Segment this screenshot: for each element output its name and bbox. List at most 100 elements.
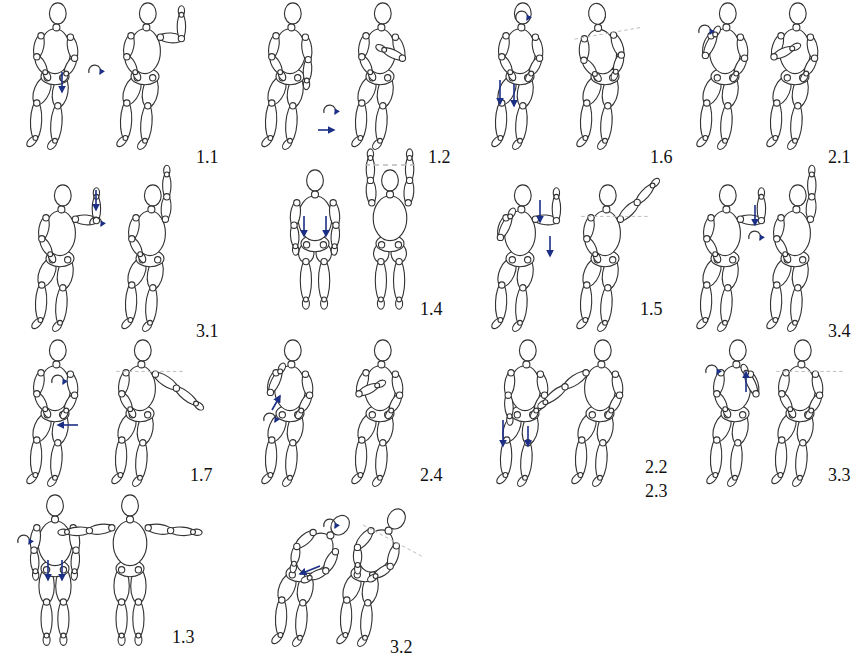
limb-segment — [30, 317, 44, 331]
limb-segment — [54, 286, 68, 325]
head — [587, 2, 607, 26]
limb-segment — [765, 317, 779, 331]
joint — [109, 525, 115, 531]
joint — [612, 371, 618, 377]
limb-segment — [267, 54, 284, 76]
limb-segment — [133, 601, 144, 637]
joint — [138, 361, 145, 368]
limb-segment — [131, 475, 144, 489]
joint — [33, 473, 38, 478]
joint — [293, 244, 298, 249]
limb-segment — [594, 441, 608, 480]
torso — [373, 196, 407, 241]
joint — [795, 103, 801, 109]
joint — [798, 475, 803, 480]
joint — [356, 391, 362, 397]
limb-segment — [51, 320, 64, 334]
limb-segment — [710, 438, 723, 476]
head — [719, 185, 736, 206]
joint — [65, 257, 71, 263]
limb-segment — [516, 475, 529, 489]
figure-number: 1.7 — [190, 466, 213, 486]
joint — [269, 54, 275, 60]
rotation-arrow — [18, 535, 30, 544]
joint — [618, 52, 624, 58]
torso — [505, 211, 536, 256]
joint — [43, 599, 49, 605]
limb-segment — [32, 54, 49, 76]
joint — [358, 136, 363, 141]
joint — [581, 36, 587, 42]
limb-segment — [591, 475, 604, 489]
joint — [164, 194, 170, 200]
joint — [268, 473, 273, 478]
mannequin-figure — [335, 506, 422, 648]
limb-segment — [604, 408, 615, 420]
joint — [613, 69, 618, 74]
joint — [359, 100, 365, 106]
limb-segment — [782, 251, 793, 263]
joint — [303, 297, 308, 302]
joint — [39, 282, 45, 288]
joint — [298, 635, 303, 640]
limb-segment — [495, 283, 508, 321]
limb-segment — [59, 71, 70, 83]
mannequin-figure — [365, 149, 414, 309]
rotation-arrow — [706, 365, 718, 374]
limb-segment — [592, 251, 603, 263]
limb-segment — [297, 392, 314, 414]
motion-arrow — [549, 236, 551, 256]
head — [789, 3, 806, 24]
joint — [518, 320, 523, 325]
mannequin-figure — [120, 165, 172, 333]
limb-segment — [270, 632, 284, 646]
mannequin-figure — [270, 512, 353, 648]
joint — [725, 103, 731, 109]
head — [599, 185, 616, 206]
joint — [783, 252, 788, 257]
limb-segment — [42, 69, 53, 81]
joint — [119, 391, 125, 397]
limb-segment — [340, 598, 353, 636]
joint — [753, 391, 759, 397]
limb-segment — [281, 475, 294, 489]
joint — [525, 257, 531, 263]
joint — [288, 138, 293, 143]
limb-segment — [775, 438, 788, 476]
torso — [298, 196, 332, 241]
joint — [34, 54, 40, 60]
limb-segment — [385, 543, 401, 569]
limb-segment — [596, 138, 609, 152]
figure-number: 1.2 — [428, 148, 451, 168]
limb-segment — [575, 135, 589, 149]
joint — [800, 257, 806, 263]
mannequin-figure — [260, 3, 313, 151]
limb-segment — [789, 104, 803, 143]
joint — [733, 361, 740, 368]
limb-segment — [805, 35, 819, 61]
joint — [378, 258, 384, 264]
limb-segment — [511, 138, 524, 152]
limb-segment — [319, 260, 330, 301]
joint — [774, 236, 780, 242]
mannequin-figure — [695, 3, 750, 151]
joint — [702, 52, 708, 58]
joint — [543, 400, 548, 405]
guide-line — [776, 371, 843, 372]
limb-segment — [110, 472, 124, 486]
joint — [58, 206, 65, 213]
limb-segment — [695, 317, 709, 331]
limb-segment — [495, 472, 509, 486]
joint — [148, 320, 153, 325]
figure-number: 2.1 — [828, 148, 851, 168]
head — [139, 3, 156, 24]
joint — [380, 440, 386, 446]
motion-arrow — [47, 560, 49, 580]
joint — [267, 389, 273, 395]
limb-segment — [46, 475, 59, 489]
joint — [725, 285, 731, 291]
joint — [38, 318, 43, 323]
limb-segment — [490, 317, 504, 331]
mannequin-figure — [490, 3, 545, 151]
joint — [332, 549, 338, 555]
